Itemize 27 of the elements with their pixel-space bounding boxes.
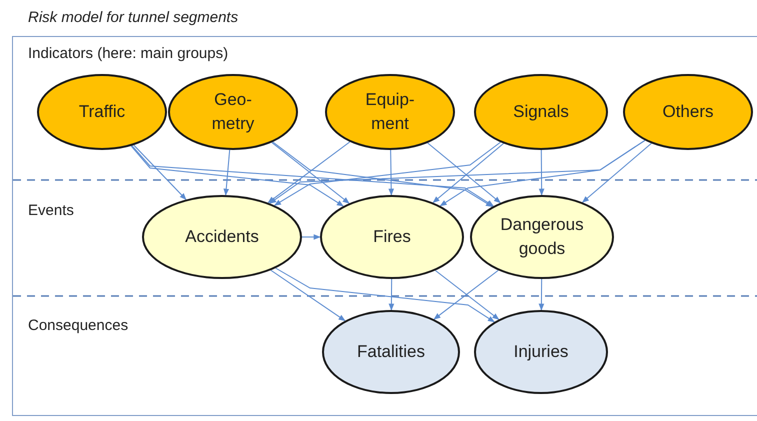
node-label: Injuries: [514, 341, 568, 364]
arrow: [133, 144, 186, 200]
node-label: Fatalities: [356, 341, 426, 364]
arrow: [131, 145, 494, 207]
section-label: Indicators (here: main groups): [28, 45, 228, 62]
node-label: Equip- ment: [364, 89, 416, 135]
diagram-title: Risk model for tunnel segments: [28, 9, 238, 26]
arrow: [388, 278, 394, 311]
node-label: Geo- metry: [210, 89, 256, 135]
arrow: [440, 140, 646, 206]
arrow: [582, 142, 652, 203]
section-label: Events: [28, 202, 74, 219]
node-label: Accidents: [185, 226, 259, 248]
arrow: [270, 270, 346, 322]
node-label: Fires: [373, 226, 411, 248]
node-label: Dangerous goods: [499, 214, 585, 260]
node-label: Traffic: [78, 101, 126, 124]
node-label: Signals: [513, 101, 569, 124]
arrow: [538, 150, 544, 196]
node-label: Others: [662, 101, 714, 124]
arrow: [302, 234, 321, 240]
arrow: [275, 268, 495, 322]
arrow: [130, 145, 344, 207]
arrow: [538, 278, 544, 311]
arrow: [388, 150, 394, 196]
section-label: Consequences: [28, 317, 128, 334]
arrow: [223, 149, 230, 196]
